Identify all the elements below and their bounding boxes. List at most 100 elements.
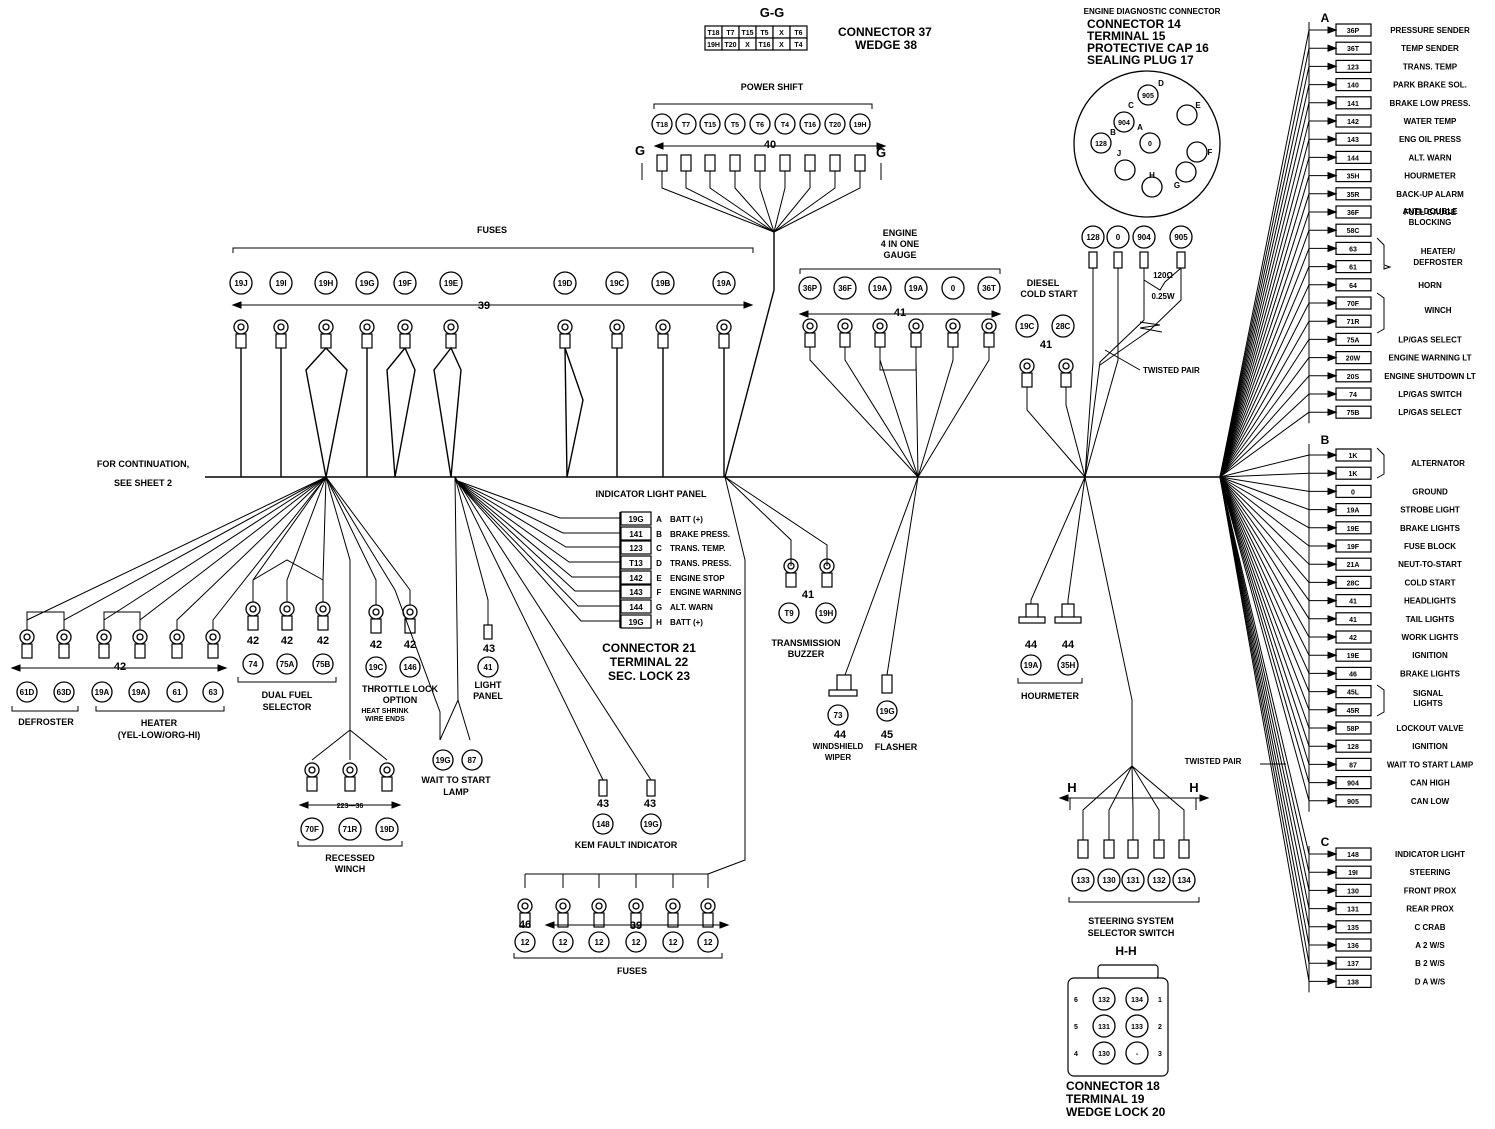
fuse-top-ring-terminal-hole — [561, 323, 569, 331]
wait-lamp-label: WAIT TO START — [421, 775, 491, 785]
throttle-label: OPTION — [383, 695, 418, 705]
dual-fuel-ref: 42 — [281, 635, 293, 647]
buzzer-label: BUZZER — [788, 649, 825, 659]
arrow-head — [1327, 904, 1338, 913]
heater-wire — [139, 476, 327, 630]
hh-pin-label: 133 — [1131, 1024, 1143, 1031]
wire-box-label: 74 — [1349, 392, 1357, 399]
heater-ring-terminal-hole — [173, 633, 181, 641]
wire-box-label: 128 — [1347, 744, 1359, 751]
buzzer-ring-terminal-barrel — [785, 572, 797, 588]
arrow-head — [10, 664, 21, 672]
gauge-ring-terminal-barrel — [839, 332, 851, 348]
fan-wire — [1219, 476, 1310, 946]
twisted-pair-leader — [1104, 349, 1141, 371]
indicator-wire — [454, 479, 621, 592]
function-label: LP/GAS SELECT — [1398, 335, 1462, 344]
hh-pin-label: 130 — [1098, 1051, 1110, 1058]
fuse-top-pin-circle — [439, 271, 463, 295]
hourmeter-wire — [1030, 476, 1086, 610]
wire-box-label: 36T — [1347, 46, 1360, 53]
arrow-head — [1327, 135, 1338, 143]
gauge-bracket — [799, 268, 1001, 274]
signal-brace — [1376, 684, 1385, 717]
wire-box-label: 36F — [1347, 210, 1360, 217]
diesel-title: COLD START — [1020, 289, 1078, 299]
fuse-top-pin-circle — [553, 271, 577, 295]
power-shift-terminal — [829, 154, 841, 172]
fan-wire — [1219, 411, 1310, 478]
arrow-head — [1327, 335, 1338, 344]
gg-cell-label: X — [779, 30, 784, 37]
fuse-top-ring-terminal-barrel — [275, 333, 287, 349]
fan-wire — [1219, 476, 1310, 873]
fuse-top-ring-terminal-hole — [720, 323, 728, 331]
power-shift-terminal — [680, 154, 692, 172]
edc-pin-label: 904 — [1118, 120, 1130, 127]
dual-fuel-pin-label: 74 — [249, 660, 258, 669]
wait-lamp-pin-label: 87 — [468, 756, 477, 765]
dual-fuel-ring-terminal-barrel — [247, 615, 259, 631]
steering-wire — [1131, 765, 1160, 840]
wire-box-label: 144 — [1347, 155, 1359, 162]
indicator-pin-letter: F — [657, 588, 662, 597]
arrow-head — [1327, 171, 1338, 180]
fuse-top-pin-label: 19B — [656, 279, 671, 288]
fan-wire — [1219, 476, 1310, 964]
wait-lamp-pin-circle — [461, 749, 483, 771]
indicator-wire — [454, 479, 621, 519]
section-g-right: G — [876, 145, 886, 160]
function-label: INDICATOR LIGHT — [1395, 850, 1465, 859]
diesel-title: DIESEL — [1027, 278, 1060, 288]
edc-terminal-label: TERMINAL 15 — [1087, 29, 1166, 43]
wire-box-label: 41 — [1349, 599, 1357, 606]
heater-ring-terminal-hole — [136, 633, 144, 641]
hourmeter-bracket — [1017, 678, 1083, 684]
dual-fuel-label: SELECTOR — [263, 702, 312, 712]
group-A-letter: A — [1321, 11, 1330, 25]
function-label: TEMP SENDER — [1401, 44, 1459, 53]
flasher-ref: 45 — [881, 729, 893, 741]
indicator-wire-label: 142 — [629, 574, 643, 583]
recessed-pin-label: 70F — [305, 825, 319, 834]
group-B-letter: B — [1321, 433, 1330, 447]
buzzer-label: TRANSMISSION — [771, 638, 840, 648]
fuse-bottom-ring-terminal-barrel — [557, 912, 569, 928]
fuse-bottom-ring-terminal-barrel — [519, 912, 531, 928]
function-label: WORK LIGHTS — [1402, 633, 1460, 642]
right-twisted-pair-label: TWISTED PAIR — [1185, 757, 1242, 766]
function-label: FUSE BLOCK — [1404, 542, 1456, 551]
fuse-top-pin-label: 19G — [359, 279, 374, 288]
fan-wire — [1219, 102, 1310, 478]
gauge-ring-terminal-barrel — [910, 332, 922, 348]
power-shift-terminal — [804, 154, 816, 172]
arrow-head — [1327, 487, 1338, 496]
dual-fuel-wire — [286, 476, 327, 602]
alternator-label: ALTERNATOR — [1411, 459, 1465, 468]
gauge-pin-label: 0 — [951, 284, 956, 293]
terminal-19-label: TERMINAL 19 — [1066, 1092, 1145, 1106]
heater-ring-terminal-hole — [23, 633, 31, 641]
edc-pin-letter: B — [1110, 128, 1116, 137]
heater-pin-label: 19A — [95, 688, 110, 697]
function-label: HORN — [1418, 281, 1442, 290]
flasher-label: FLASHER — [875, 742, 918, 752]
indicator-function-label: BRAKE PRESS. — [670, 530, 730, 539]
steering-pin-circle — [1121, 868, 1145, 892]
fan-wire — [1219, 476, 1310, 583]
heater-pin-circle — [202, 681, 224, 703]
fuse-bottom-pin-label: 12 — [521, 938, 530, 947]
hh-housing-key — [1097, 964, 1159, 980]
indicator-wire — [454, 479, 621, 563]
arrow-head — [391, 801, 402, 809]
wire-box-label: 123 — [1347, 64, 1359, 71]
heater-ring-terminal-barrel — [134, 643, 146, 659]
recessed-label: WINCH — [335, 864, 366, 874]
edc-title: ENGINE DIAGNOSTIC CONNECTOR — [1084, 7, 1221, 16]
fuse-top-pin-label: 19E — [444, 279, 459, 288]
wait-lamp-wire — [457, 699, 471, 741]
power-shift-bracket — [653, 103, 873, 109]
arrow-head — [719, 921, 730, 929]
function-label: STROBE LIGHT — [1400, 506, 1460, 515]
flasher-pin-label: 19G — [879, 707, 894, 716]
